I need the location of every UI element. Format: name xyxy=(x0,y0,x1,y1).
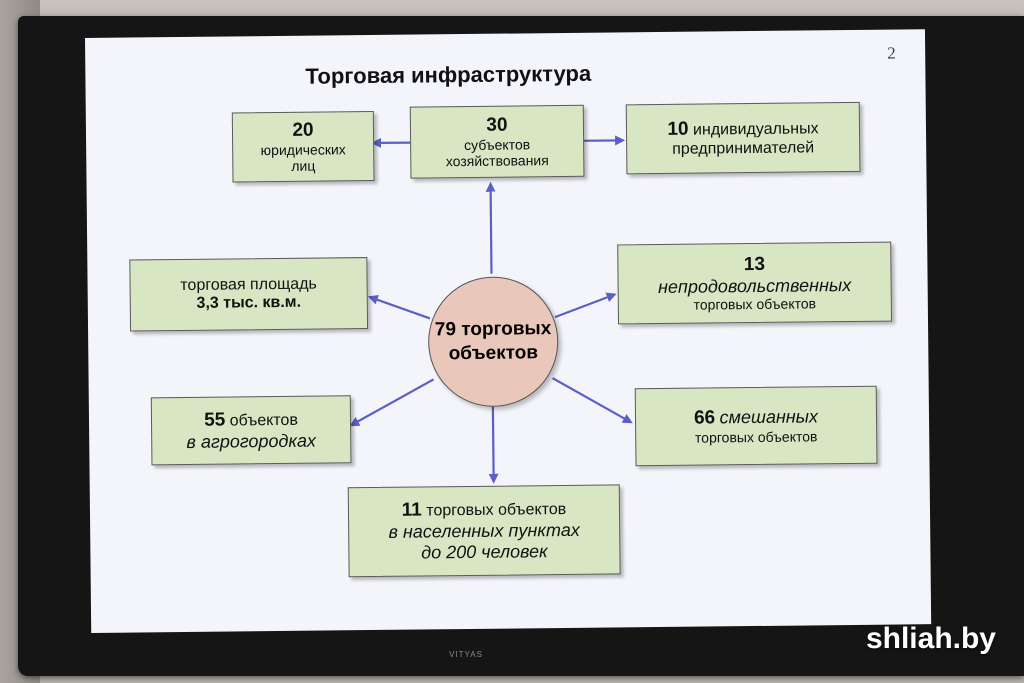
box-business-subjects: 30 субъектов хозяйствования xyxy=(409,104,585,179)
box-entrepreneurs: 10 индивидуальных предпринимателей xyxy=(625,101,861,175)
center-total-objects: 79 торговых объектов xyxy=(427,276,559,408)
subjects-line1: субъектов xyxy=(464,136,531,153)
mixed-line2: торговых объектов xyxy=(694,428,818,446)
center-line1: 79 торговых xyxy=(434,318,552,341)
nonfood-number: 13 xyxy=(743,253,766,275)
box-nonfood-objects: 13 непродовольственных торговых объектов xyxy=(617,241,893,325)
small-line1: торговых объектов xyxy=(426,501,567,520)
arrows-layer xyxy=(349,135,633,484)
legal-number: 20 xyxy=(292,119,314,141)
agro-number: 55 xyxy=(204,409,226,431)
mixed-number: 66 xyxy=(693,407,716,429)
page-number: 2 xyxy=(887,43,896,63)
area-line2: 3,3 тыс. кв.м. xyxy=(196,293,302,312)
presentation-slide: 2 Торговая инфраструктура 20 юридических… xyxy=(85,29,932,633)
small-number: 11 xyxy=(401,499,422,522)
entrepreneurs-number: 10 xyxy=(667,118,689,140)
arrow-center-to-agro xyxy=(349,378,435,427)
nonfood-line1: непродовольственных xyxy=(657,274,852,297)
arrow-center-to-mixed xyxy=(552,377,633,424)
entrepreneurs-line1: индивидуальных xyxy=(692,120,819,139)
nonfood-line2: торговых объектов xyxy=(693,295,817,313)
entrepreneurs-line2: предпринимателей xyxy=(672,139,815,158)
subjects-number: 30 xyxy=(486,114,508,136)
area-line1: торговая площадь xyxy=(180,275,317,294)
agro-line1: объектов xyxy=(229,411,298,430)
subjects-line2: хозяйствования xyxy=(445,152,549,170)
box-trade-area: торговая площадь 3,3 тыс. кв.м. xyxy=(129,257,369,332)
tv-brand-label: VITYAS xyxy=(449,650,483,659)
box-mixed-objects: 66 смешанных торговых объектов xyxy=(634,385,878,467)
small-line2: в населенных пунктах xyxy=(388,520,580,543)
agro-line2: в агрогородках xyxy=(186,430,317,452)
box-small-settlements: 11 торговых объектов в населенных пункта… xyxy=(347,484,621,578)
box-agrotowns: 55 объектов в агрогородках xyxy=(150,395,352,466)
arrow-center-to-area xyxy=(367,294,431,320)
arrow-center-to-small xyxy=(488,406,499,484)
mixed-line1: смешанных xyxy=(719,406,819,428)
small-line3: до 200 человек xyxy=(421,541,548,563)
box-legal-entities: 20 юридических лиц xyxy=(231,110,375,183)
legal-line2: лиц xyxy=(291,157,316,174)
slide-title: Торговая инфраструктура xyxy=(305,60,592,89)
site-watermark: shliah.by xyxy=(865,622,996,655)
arrow-center-to-subjects xyxy=(485,181,496,274)
center-line2: объектов xyxy=(448,342,539,365)
arrow-center-to-nonfood xyxy=(554,292,617,319)
legal-line1: юридических xyxy=(260,141,346,158)
